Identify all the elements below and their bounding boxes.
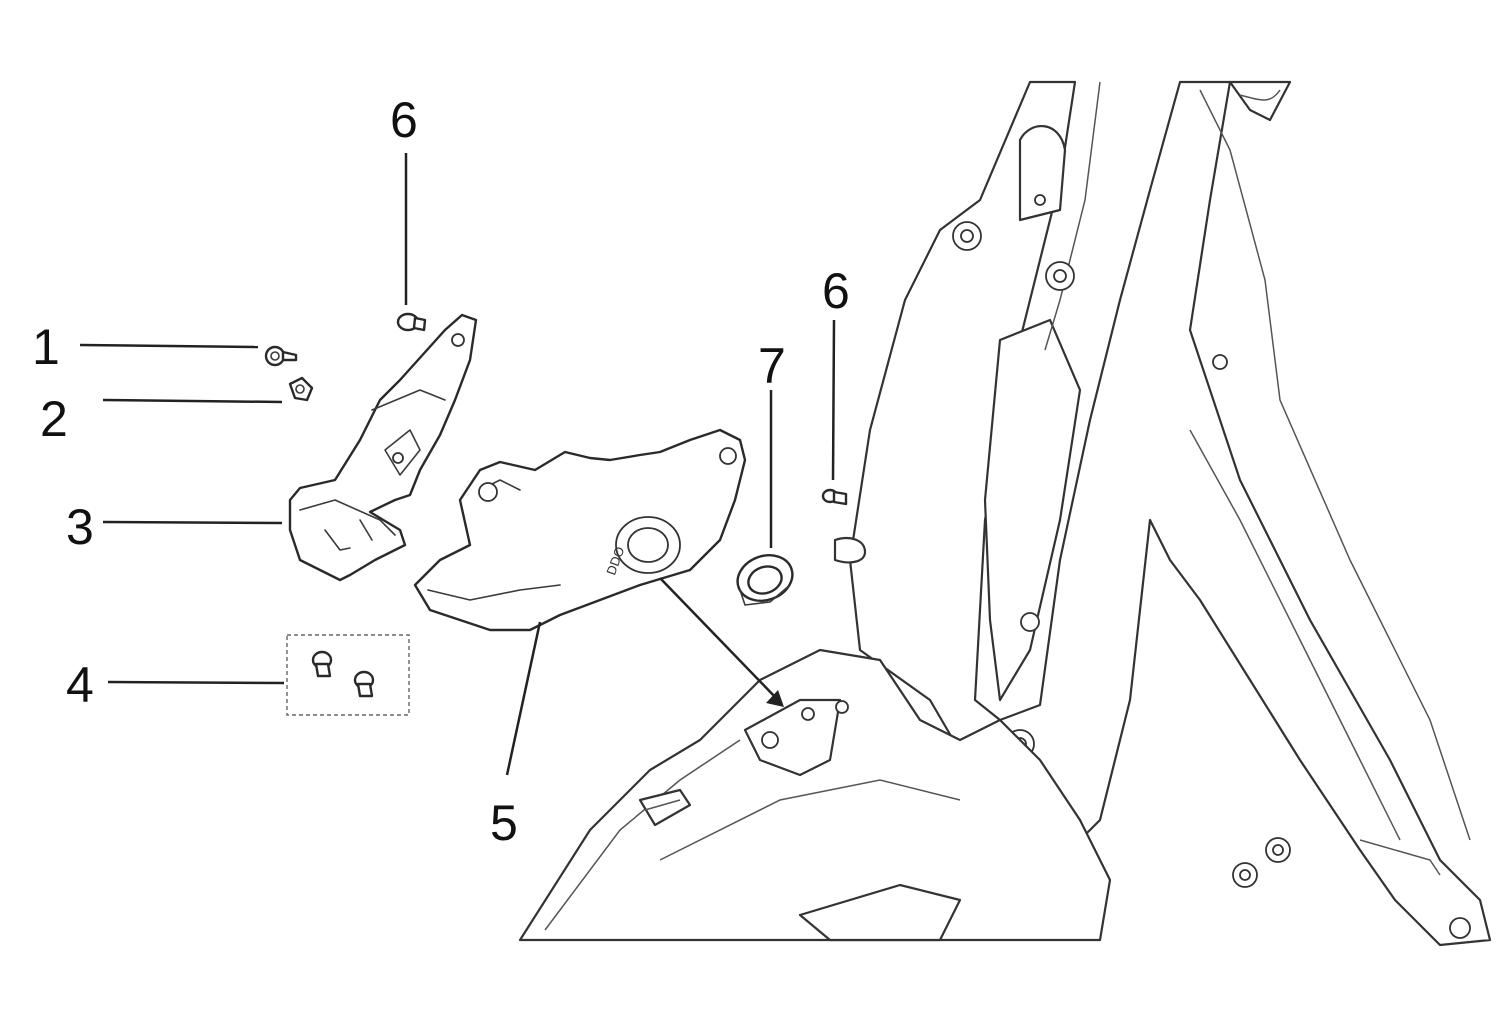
assembly-arrow-line	[659, 577, 779, 701]
part-6-fastener-right	[821, 488, 848, 506]
callout-6-top: 6	[390, 92, 418, 148]
callout-6-right: 6	[822, 263, 850, 319]
part-6-fastener-top	[396, 312, 427, 332]
part-1-screw	[264, 345, 298, 367]
callout-4: 4	[66, 657, 94, 713]
leader-line-5	[505, 621, 542, 776]
callout-7: 7	[758, 338, 786, 394]
callout-2: 2	[40, 391, 68, 447]
callout-1: 1	[32, 319, 60, 375]
motorcycle-frame	[518, 80, 1492, 947]
callout-3: 3	[66, 499, 94, 555]
callout-numbers: 1 2 3 4 5 6 6 7	[32, 92, 850, 851]
leader-line-6b	[831, 319, 836, 481]
leader-lines	[79, 153, 836, 776]
callout-5: 5	[490, 795, 518, 851]
part-4-screws-group	[286, 634, 410, 716]
leader-line-2	[102, 398, 283, 404]
part-5-cover-plate: DDO	[413, 428, 747, 632]
leader-line-1	[79, 343, 259, 349]
part-4-dashed-box	[286, 634, 410, 716]
part-7-grommet	[736, 554, 794, 606]
leader-line-3	[102, 520, 283, 525]
leader-line-4	[107, 680, 285, 685]
part-3-bracket	[288, 313, 478, 582]
part-2-nut	[288, 376, 314, 402]
assembly-arrow-head	[766, 690, 784, 707]
